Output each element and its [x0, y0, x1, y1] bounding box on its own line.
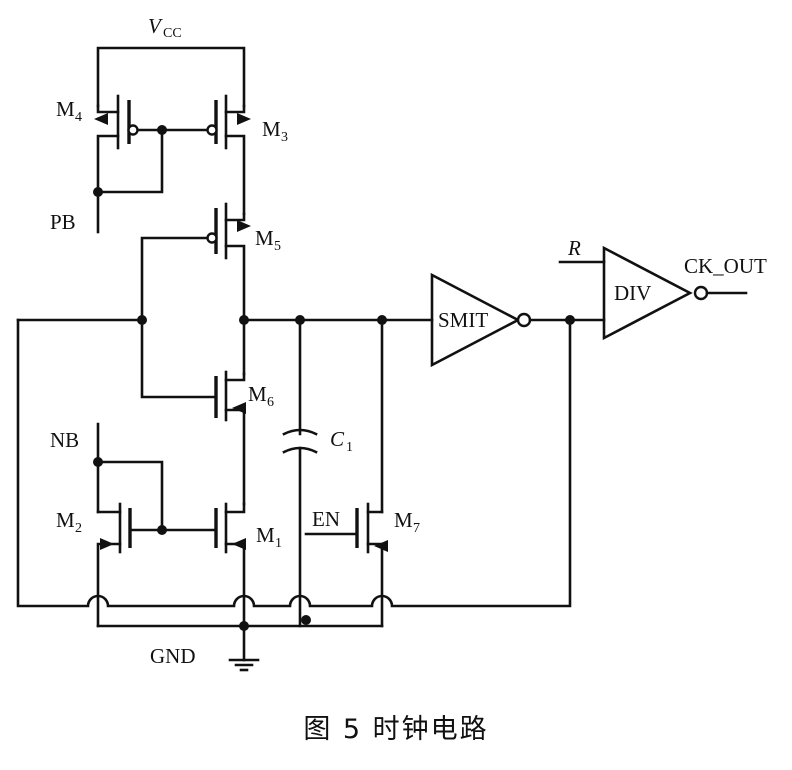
div-block [558, 245, 748, 341]
transistor-m1 [214, 502, 246, 628]
m7-label: M [394, 508, 413, 532]
vcc-sub: CC [163, 26, 182, 41]
vcc-rail [96, 46, 246, 108]
main-node [242, 318, 434, 376]
m6-label: M [248, 382, 267, 406]
capacitor-c1 [282, 318, 318, 628]
vcc-label: V [148, 14, 163, 38]
gnd-label: GND [150, 644, 196, 668]
c1-label: C [330, 427, 345, 451]
m3-sub: 3 [281, 130, 288, 145]
ck-out-label: CK_OUT [684, 254, 767, 278]
r-label: R [567, 236, 581, 260]
m5-label: M [255, 226, 274, 250]
m6-sub: 6 [267, 395, 274, 410]
transistor-m2 [96, 422, 218, 628]
div-label: DIV [614, 281, 651, 305]
feedback-gate-net [16, 236, 218, 399]
c1-sub: 1 [346, 440, 353, 455]
figure-caption: 图 5 时钟电路 [303, 714, 488, 745]
gnd-rail [96, 624, 384, 672]
m2-label: M [56, 508, 75, 532]
m4-sub: 4 [75, 110, 82, 125]
transistor-m7 [304, 318, 388, 628]
m1-sub: 1 [275, 536, 282, 551]
feedback-wire [16, 318, 572, 608]
m5-sub: 5 [274, 239, 281, 254]
smit-label: SMIT [438, 308, 488, 332]
nb-label: NB [50, 428, 79, 452]
m1-label: M [256, 523, 275, 547]
m3-label: M [262, 117, 281, 141]
transistor-m3 [206, 94, 251, 216]
m7-sub: 7 [413, 521, 420, 536]
m4-label: M [56, 97, 75, 121]
junction-dots [93, 125, 575, 631]
en-label: EN [312, 507, 340, 531]
bias-pb-net [96, 128, 209, 234]
m2-sub: 2 [75, 521, 82, 536]
transistor-m4 [94, 94, 139, 194]
transistor-m5 [206, 202, 251, 322]
pb-label: PB [50, 210, 76, 234]
transistor-m6 [214, 370, 246, 506]
